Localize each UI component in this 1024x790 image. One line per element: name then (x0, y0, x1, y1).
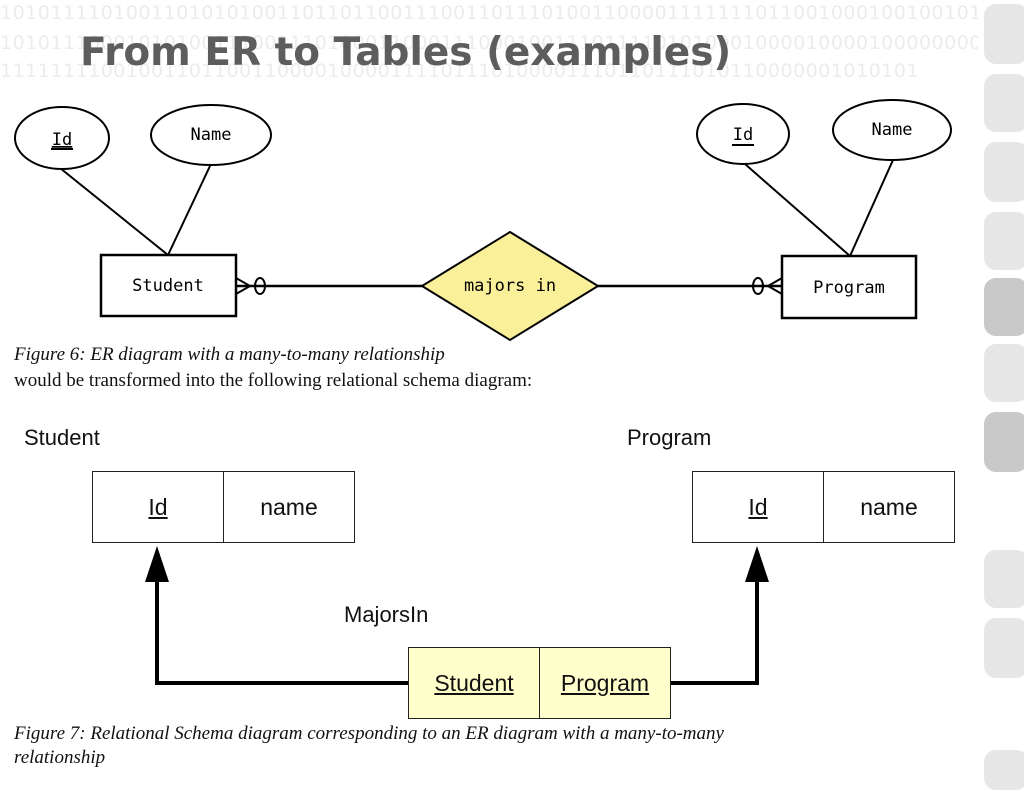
foreign-key-cell-program: Program (539, 648, 670, 718)
attribute-text-student-name: Name (191, 125, 232, 145)
slide-title: From ER to Tables (examples) (80, 30, 732, 75)
foreign-key-arrow-program (670, 580, 759, 685)
schema-table-program: Id name (692, 471, 955, 543)
table-label-program: Program (627, 425, 712, 450)
side-tile (984, 750, 1024, 790)
entity-text-student: Student (132, 276, 204, 296)
entity-text-program: Program (813, 278, 885, 298)
primary-key-cell: Id (148, 493, 168, 520)
side-tile (984, 550, 1024, 608)
binary-decoration-line: 1010111000101010011100111010001100011100… (0, 32, 978, 54)
side-tile (984, 4, 1024, 64)
schema-table-majorsin: Student Program (408, 647, 671, 719)
side-tile (984, 142, 1024, 202)
attribute-connector (59, 167, 169, 256)
crows-foot-program (752, 277, 783, 295)
table-label-student: Student (24, 425, 100, 450)
attribute-text-program-name: Name (872, 120, 913, 140)
side-tile (984, 212, 1024, 270)
binary-decoration-line: 1010111101001101010100110110110011100110… (0, 2, 978, 24)
figure7-caption-line1: Figure 7: Relational Schema diagram corr… (14, 723, 724, 744)
arrowhead-student (145, 546, 169, 582)
attribute-text-student-id: Id (52, 130, 72, 150)
side-tile (984, 278, 1024, 336)
entity-box-student (99, 253, 238, 318)
foreign-key-arrow-student (155, 580, 408, 685)
title-band: 1010111101001101010100110110110011100110… (0, 0, 978, 80)
attribute-text-program-id: Id (733, 125, 753, 145)
transform-text: would be transformed into the following … (14, 370, 533, 391)
er-diagram: Id Name Id Name Student Program majors i… (14, 99, 952, 685)
side-tile (984, 344, 1024, 402)
attribute-connector (849, 159, 894, 257)
attribute-connector (744, 163, 851, 257)
figure6-caption: Figure 6: ER diagram with a many-to-many… (14, 344, 445, 365)
side-decoration-strip (978, 0, 1024, 790)
attribute-ellipse-student-id (14, 106, 110, 170)
attribute-ellipse-student-name (150, 104, 272, 166)
arrowhead-program (745, 546, 769, 582)
side-tile (984, 412, 1024, 472)
side-tile (984, 618, 1024, 678)
table-label-majorsin: MajorsIn (344, 602, 429, 627)
attribute-cell: name (223, 472, 354, 542)
foreign-key-cell-student: Student (434, 669, 514, 696)
side-tile (984, 74, 1024, 132)
attribute-cell: name (823, 472, 954, 542)
figure7-caption-line2: relationship (14, 747, 106, 768)
attribute-ellipse-program-id (696, 103, 790, 165)
crows-foot-student (235, 277, 266, 295)
schema-table-student: Id name (92, 471, 355, 543)
relationship-diamond (420, 230, 600, 342)
attribute-ellipse-program-name (832, 99, 952, 161)
entity-box-program (780, 254, 918, 320)
relationship-text: majors in (464, 276, 556, 296)
attribute-connector (167, 165, 211, 256)
binary-decoration-line: 1111111100100110110011000010000111101110… (0, 60, 919, 80)
primary-key-cell: Id (748, 493, 768, 520)
